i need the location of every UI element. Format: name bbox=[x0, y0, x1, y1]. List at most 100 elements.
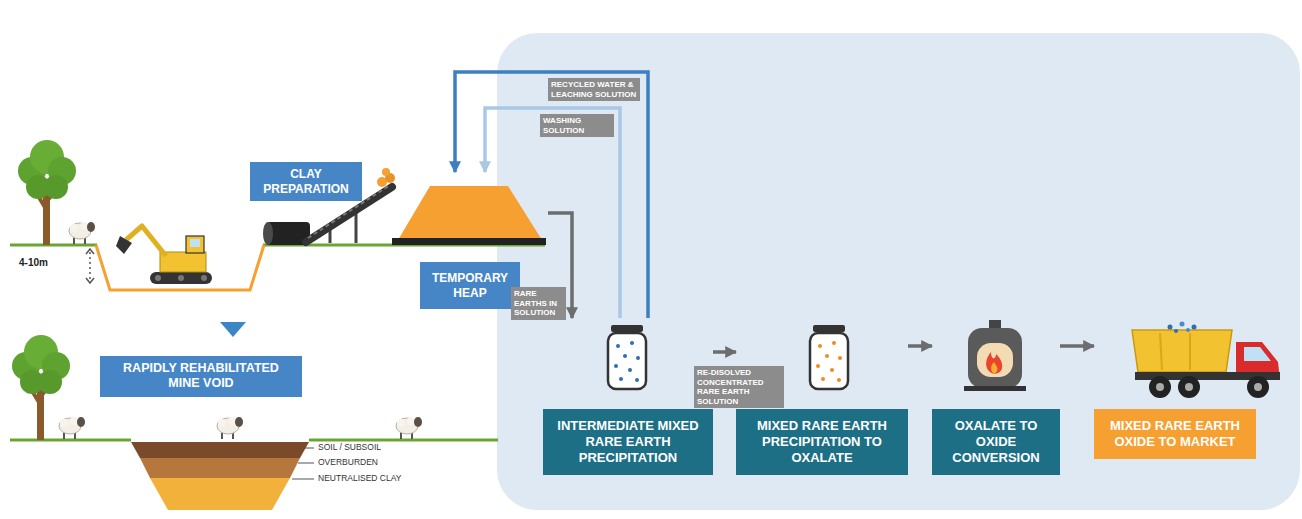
depth-dimension bbox=[86, 249, 94, 283]
mine-pit bbox=[96, 245, 264, 290]
excavator-icon bbox=[178, 275, 184, 281]
step-label: RAPIDLY REHABILITATED MINE VOID bbox=[108, 361, 294, 392]
layer-label: SOIL / SUBSOIL bbox=[318, 442, 381, 452]
dump-truck bbox=[1189, 333, 1191, 370]
step-label: TEMPORARY HEAP bbox=[420, 262, 520, 309]
oxalate-jar bbox=[813, 325, 845, 332]
excavator-icon bbox=[190, 239, 200, 247]
flow-arrow bbox=[713, 350, 736, 354]
furnace-icon bbox=[964, 320, 1026, 391]
hopper-drum bbox=[263, 222, 273, 245]
ground-line bbox=[10, 244, 97, 247]
dump-truck bbox=[1132, 330, 1232, 372]
dump-truck bbox=[1192, 325, 1197, 330]
step-label: MIXED RARE EARTH OXIDE TO MARKET bbox=[1094, 409, 1256, 459]
process-panel bbox=[497, 33, 1300, 510]
rehabilitated-void bbox=[131, 442, 314, 510]
sheep-icon bbox=[396, 417, 422, 439]
oxalate-jar bbox=[816, 364, 820, 368]
rehabilitated-void bbox=[292, 479, 314, 480]
dump-truck bbox=[1132, 322, 1280, 399]
dump-truck bbox=[1185, 383, 1193, 391]
solution-jar bbox=[608, 333, 646, 389]
sheep-icon bbox=[217, 417, 243, 439]
step-label: MIXED RARE EARTH PRECIPITATION TO OXALAT… bbox=[736, 409, 908, 475]
sheep-icon bbox=[59, 417, 85, 439]
dimension-label: 4-10m bbox=[19, 257, 48, 268]
excavator-icon bbox=[116, 226, 212, 284]
step-label: CLAY PREPARATION bbox=[258, 167, 354, 196]
excavator-icon bbox=[116, 236, 132, 254]
dump-truck bbox=[1174, 329, 1178, 333]
dump-truck bbox=[1180, 322, 1185, 327]
oxalate-jar bbox=[821, 377, 825, 381]
process-step: INTERMEDIATE MIXED RARE EARTH PRECIPITAT… bbox=[543, 318, 713, 475]
rehabilitated-void bbox=[150, 478, 290, 510]
depth-dimension bbox=[89, 252, 91, 280]
conveyor-icon bbox=[382, 168, 390, 176]
dump-truck bbox=[1168, 325, 1173, 330]
process-step: MIXED RARE EARTH OXIDE TO MARKET bbox=[1094, 318, 1256, 459]
excavator-icon bbox=[201, 275, 207, 281]
ground-line bbox=[10, 245, 545, 440]
oxalate-jar bbox=[818, 344, 822, 348]
flow-label: RARE EARTHS IN SOLUTION bbox=[511, 287, 566, 320]
flow-arrow bbox=[1060, 344, 1094, 348]
sheep-icon bbox=[69, 222, 95, 244]
dump-truck bbox=[1156, 383, 1164, 391]
dump-truck bbox=[1247, 376, 1269, 398]
excavator-icon bbox=[126, 226, 166, 256]
mine-pit bbox=[96, 245, 264, 290]
solution-jar bbox=[619, 377, 623, 381]
solution-jar bbox=[623, 354, 627, 358]
furnace-icon bbox=[991, 362, 997, 374]
oxalate-jar bbox=[830, 368, 834, 372]
rehabilitated-void bbox=[140, 458, 300, 478]
oxalate-jar bbox=[832, 341, 836, 345]
solution-jar bbox=[616, 344, 620, 348]
rehabilitation-arrow bbox=[220, 322, 246, 337]
solution-jar bbox=[608, 325, 646, 389]
layer-label: OVERBURDEN bbox=[318, 457, 378, 467]
solution-jar bbox=[611, 325, 643, 332]
sheep-icon bbox=[59, 222, 422, 439]
flow-label: RECYCLED WATER & LEACHING SOLUTION bbox=[548, 78, 640, 101]
excavator-icon bbox=[186, 236, 204, 253]
solution-jar bbox=[628, 368, 632, 372]
furnace-icon bbox=[968, 328, 1022, 388]
temporary-heap bbox=[398, 186, 542, 240]
dump-truck bbox=[1244, 347, 1271, 361]
dump-truck bbox=[1186, 328, 1190, 332]
flow-label: WASHING SOLUTION bbox=[540, 114, 614, 137]
process-step: OXALATE TO OXIDE CONVERSION bbox=[932, 318, 1060, 475]
flow-arrow bbox=[908, 344, 932, 348]
temporary-heap bbox=[392, 238, 546, 245]
solution-jar bbox=[630, 341, 634, 345]
rehabilitated-void bbox=[298, 463, 314, 464]
process-panel bbox=[497, 33, 1300, 510]
label-box: RAPIDLY REHABILITATED MINE VOID bbox=[100, 356, 302, 397]
furnace-icon bbox=[964, 386, 1026, 391]
oxalate-jar bbox=[810, 333, 848, 389]
flow-label: RE-DISOLVED CONCENTRATED RARE EARTH SOLU… bbox=[694, 366, 784, 408]
step-label: OXALATE TO OXIDE CONVERSION bbox=[932, 409, 1060, 475]
excavator-icon bbox=[155, 275, 161, 281]
conveyor-icon bbox=[355, 211, 358, 243]
oxalate-jar bbox=[837, 378, 841, 382]
temporary-heap bbox=[392, 186, 546, 245]
dump-truck bbox=[1254, 383, 1262, 391]
label-box: CLAY PREPARATION bbox=[250, 162, 362, 201]
excavator-icon bbox=[150, 272, 212, 284]
oxalate-jar bbox=[810, 325, 848, 389]
solution-jar bbox=[635, 378, 639, 382]
dump-truck bbox=[1149, 376, 1171, 398]
step-label: INTERMEDIATE MIXED RARE EARTH PRECIPITAT… bbox=[543, 409, 713, 475]
furnace-icon bbox=[977, 343, 1013, 377]
tree-icon bbox=[12, 140, 76, 440]
oxalate-jar bbox=[825, 354, 829, 358]
ground-line bbox=[10, 439, 131, 442]
layer-label: NEUTRALISED CLAY bbox=[318, 473, 401, 483]
rehabilitated-void bbox=[302, 448, 314, 449]
